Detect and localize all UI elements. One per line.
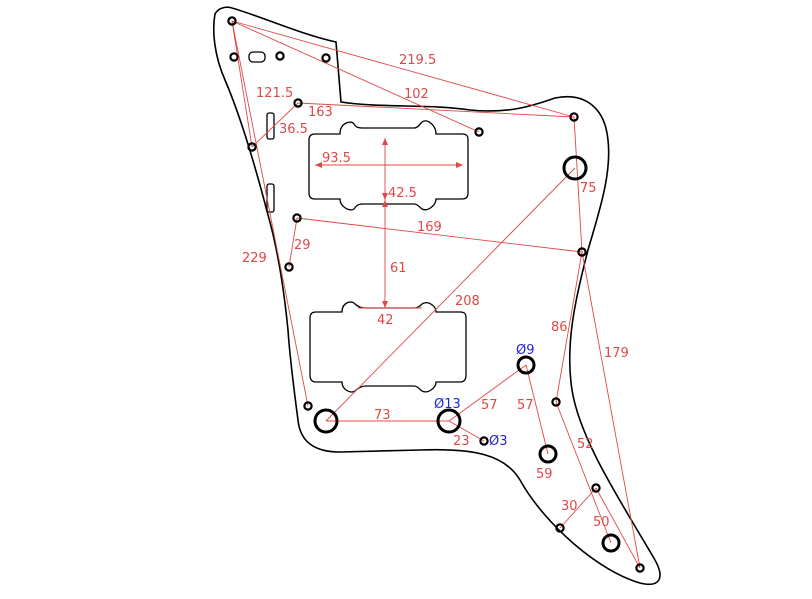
pickguard-outline	[212, 6, 661, 585]
dim-label: 229	[242, 251, 267, 266]
dim-label: 50	[593, 515, 610, 530]
control-hole	[538, 444, 558, 464]
hole	[551, 397, 561, 407]
dim-label: 57	[481, 398, 498, 413]
diameter-label: Ø9	[516, 343, 535, 358]
dim-label: 121.5	[256, 86, 293, 101]
control-hole	[601, 533, 621, 553]
hole	[321, 53, 331, 63]
hole	[284, 262, 294, 272]
dimension-arrows	[315, 138, 463, 308]
side-slot-lower	[266, 183, 275, 213]
neck-pickup-cavity	[308, 120, 469, 211]
control-hole	[516, 355, 536, 375]
hole	[474, 127, 484, 137]
dim-label: 52	[577, 437, 594, 452]
dim-label: 169	[417, 220, 442, 235]
dimension-labels: 219.5 121.5 102 163 36.5 93.5 42.5 75 16…	[242, 53, 629, 530]
control-holes	[313, 155, 621, 553]
dim-label: 29	[294, 238, 311, 253]
dim-label: 73	[374, 408, 391, 423]
dimension-lines	[231, 20, 641, 569]
dim-label: 42.5	[388, 186, 417, 201]
mounting-holes	[227, 16, 645, 573]
hole	[635, 563, 645, 573]
dim-label: 219.5	[399, 53, 436, 68]
dim-label: 42	[377, 313, 394, 328]
dim-label: 30	[561, 499, 578, 514]
hole	[555, 523, 565, 533]
dim-label: 57	[517, 398, 534, 413]
top-slot	[248, 51, 266, 63]
hole	[292, 213, 302, 223]
dim-label: 102	[404, 87, 429, 102]
dim-label: 86	[551, 320, 568, 335]
dim-label: 61	[390, 261, 407, 276]
hole	[569, 112, 579, 122]
hole	[577, 247, 587, 257]
hole	[591, 483, 601, 493]
hole	[303, 401, 313, 411]
hole	[275, 51, 285, 61]
hole	[229, 52, 239, 62]
dim-label: 59	[536, 467, 553, 482]
dim-label: 93.5	[322, 151, 351, 166]
side-slot-upper	[266, 112, 275, 140]
hole	[247, 142, 257, 152]
diameter-label: Ø13	[434, 397, 461, 412]
dim-label: 36.5	[279, 122, 308, 137]
dim-label: 208	[455, 294, 480, 309]
control-hole	[436, 408, 462, 434]
control-hole	[562, 155, 588, 181]
dim-label: 75	[580, 181, 597, 196]
dim-label: 179	[604, 346, 629, 361]
dim-label: 23	[453, 434, 470, 449]
dim-label: 163	[308, 105, 333, 120]
hole	[479, 436, 489, 446]
diameter-labels: Ø9 Ø13 Ø3	[434, 343, 535, 449]
hole	[293, 98, 303, 108]
hole	[227, 16, 237, 26]
control-hole	[313, 408, 339, 434]
diameter-label: Ø3	[489, 434, 508, 449]
